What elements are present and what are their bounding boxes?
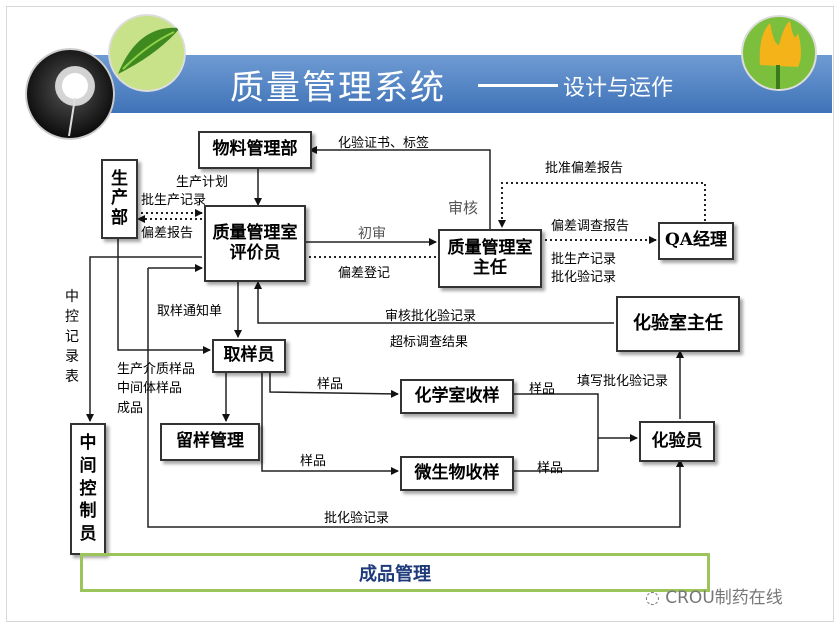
qa-director-line-2: 主任 bbox=[473, 257, 507, 278]
batch-lab-record-text: 批化验记录 bbox=[551, 270, 617, 285]
inprocess-char-4: 制 bbox=[79, 501, 97, 522]
deviation-log-text: 偏差登记 bbox=[338, 266, 391, 281]
retained-samples-box: 留样管理 bbox=[160, 423, 260, 461]
inprocess-char-5: 员 bbox=[79, 524, 97, 545]
dandelion-photo bbox=[25, 48, 115, 140]
sampling-notice-text: 取样通知单 bbox=[157, 304, 223, 319]
title-dash bbox=[478, 84, 558, 87]
chem-receiving-label: 化学室收样 bbox=[414, 385, 500, 406]
finished-product-text: 成品 bbox=[117, 401, 144, 416]
batch-prod-record-text: 批生产记录 bbox=[551, 252, 617, 267]
ipc-record-vertical-label: 中 控 记 录 表 bbox=[64, 287, 80, 387]
green-leaf-photo bbox=[108, 14, 186, 92]
intermediate-product-text: 中间体样品 bbox=[117, 381, 183, 396]
sample-label-2: 样品 bbox=[529, 382, 556, 397]
sample-label-3: 样品 bbox=[300, 454, 327, 469]
production-dept-char-2: 产 bbox=[111, 188, 128, 209]
micro-receiving-box: 微生物收样 bbox=[400, 456, 514, 491]
watermark-text: CROU制药在线 bbox=[665, 588, 783, 608]
batch-lab-record-bottom-text: 批化验记录 bbox=[324, 511, 390, 526]
deviation-investigation-text: 偏差调查报告 bbox=[551, 219, 630, 234]
approve-deviation-text: 批准偏差报告 bbox=[545, 161, 624, 176]
sample-label-4: 样品 bbox=[537, 461, 564, 476]
ipc-char-5: 表 bbox=[65, 369, 79, 385]
sample-label-1: 样品 bbox=[317, 377, 344, 392]
micro-receiving-label: 微生物收样 bbox=[414, 462, 500, 483]
fill-batch-lab-text: 填写批化验记录 bbox=[577, 374, 669, 389]
title-bar bbox=[60, 55, 832, 113]
production-dept-box: 生 产 部 bbox=[101, 159, 138, 239]
ipc-char-2: 控 bbox=[65, 309, 79, 325]
chem-receiving-box: 化学室收样 bbox=[400, 379, 514, 414]
finished-goods-label: 成品管理 bbox=[359, 563, 431, 585]
ipc-char-4: 录 bbox=[65, 349, 79, 365]
ipc-char-3: 记 bbox=[65, 329, 79, 345]
initial-review-text: 初审 bbox=[358, 226, 386, 242]
sampler-label: 取样员 bbox=[223, 345, 275, 366]
batch-record-text: 批生产记录 bbox=[141, 193, 207, 208]
deviation-report-text: 偏差报告 bbox=[141, 226, 194, 241]
lab-director-label: 化验室主任 bbox=[633, 312, 723, 334]
tulip-photo bbox=[741, 15, 817, 91]
qa-evaluator-box: 质量管理室 评价员 bbox=[204, 205, 306, 282]
inprocess-char-1: 中 bbox=[79, 432, 97, 453]
lab-director-box: 化验室主任 bbox=[616, 296, 740, 352]
review-batch-lab-text: 审核批化验记录 bbox=[385, 309, 477, 324]
inprocess-char-3: 控 bbox=[79, 478, 97, 499]
analyst-box: 化验员 bbox=[639, 421, 715, 462]
sampler-box: 取样员 bbox=[212, 339, 286, 373]
review-text: 审核 bbox=[448, 199, 479, 217]
ipc-char-1: 中 bbox=[65, 289, 79, 305]
production-dept-char-1: 生 bbox=[111, 168, 128, 189]
qa-evaluator-line-1: 质量管理室 bbox=[212, 222, 298, 243]
oos-result-text: 超标调查结果 bbox=[390, 335, 469, 350]
qa-manager-label: QA经理 bbox=[665, 230, 727, 251]
production-dept-char-3: 部 bbox=[111, 207, 128, 228]
inprocess-control-box: 中 间 控 制 员 bbox=[70, 423, 106, 555]
analyst-label: 化验员 bbox=[651, 430, 703, 451]
prod-plan-text: 生产计划 bbox=[176, 175, 229, 190]
watermark: ◌ CROU制药在线 bbox=[645, 583, 783, 608]
wechat-icon: ◌ bbox=[645, 588, 666, 608]
page-title: 质量管理系统 bbox=[230, 68, 446, 108]
inprocess-char-2: 间 bbox=[79, 455, 97, 476]
page-subtitle: 设计与运作 bbox=[563, 76, 674, 101]
intermediate-sample-text: 生产介质样品 bbox=[117, 362, 196, 377]
retained-samples-label: 留样管理 bbox=[176, 431, 244, 452]
materials-dept-box: 物料管理部 bbox=[198, 131, 312, 169]
materials-dept-label: 物料管理部 bbox=[212, 139, 298, 160]
qa-director-box: 质量管理室 主任 bbox=[438, 229, 542, 288]
qa-manager-box: QA经理 bbox=[658, 222, 734, 260]
qa-evaluator-line-2: 评价员 bbox=[229, 242, 281, 263]
finished-goods-frame: 成品管理 bbox=[80, 553, 710, 592]
qa-director-line-1: 质量管理室 bbox=[447, 237, 533, 258]
cert-label-text: 化验证书、标签 bbox=[338, 136, 430, 151]
